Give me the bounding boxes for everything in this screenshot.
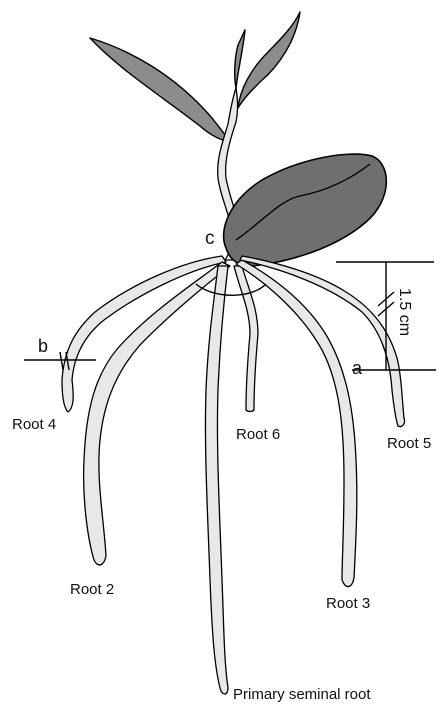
b-tick-1 (60, 352, 63, 370)
measure-b (24, 352, 96, 370)
label-root-3: Root 3 (326, 595, 370, 612)
leaves (90, 12, 300, 142)
node-arc (196, 284, 266, 295)
scale-bar (336, 262, 436, 370)
roots (62, 256, 405, 694)
label-root-5: Root 5 (387, 435, 431, 452)
label-root-6: Root 6 (236, 426, 280, 443)
primary-root-shape (205, 266, 228, 694)
label-root-4: Root 4 (12, 416, 56, 433)
seed (224, 154, 387, 266)
label-b: b (38, 336, 48, 356)
label-primary-root: Primary seminal root (233, 686, 371, 703)
label-root-2: Root 2 (70, 581, 114, 598)
right-upper-leaf (238, 12, 300, 108)
label-a: a (352, 358, 363, 378)
label-c: c (205, 228, 215, 249)
label-scale: 1.5 cm (396, 288, 413, 336)
root-6-shape (234, 266, 258, 412)
middle-leaf-blade (235, 30, 245, 88)
seed-body (224, 154, 387, 266)
left-leaf (90, 38, 230, 142)
